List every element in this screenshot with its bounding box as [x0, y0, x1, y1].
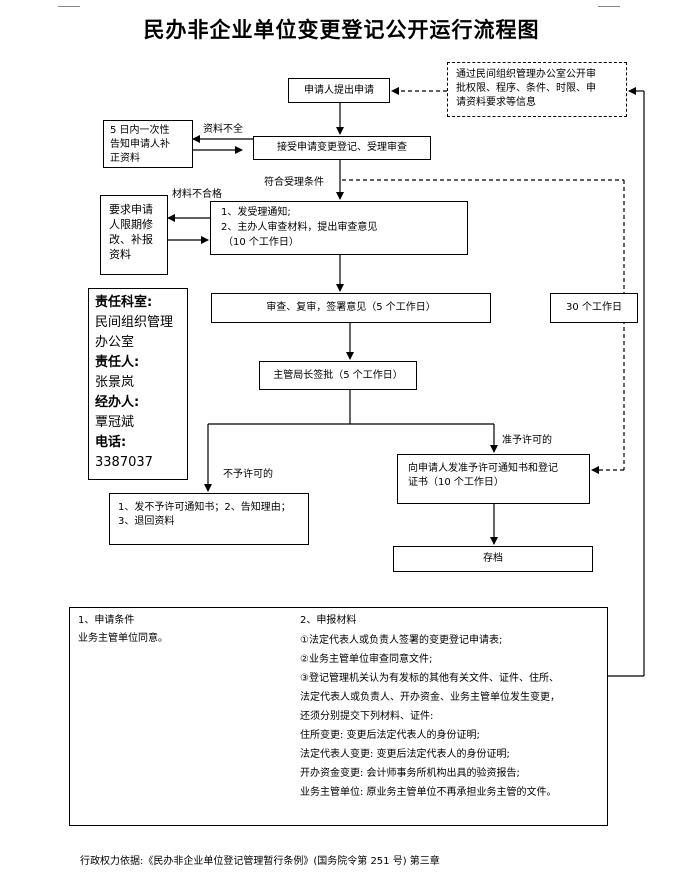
corner-mark-top-left [58, 6, 80, 7]
publish-line-1: 通过民间组织管理办公室公开审 [456, 69, 596, 80]
responsibility-panel: 责任科室: 民间组织管理 办公室 责任人: 张景岚 经办人: 覃冠斌 电话: 3… [88, 288, 188, 480]
req-col1-title: 1、申请条件 [78, 615, 135, 626]
req-line-8: 开办资金变更: 会计师事务所机构出具的验资报告; [300, 768, 520, 779]
corner-mark-top-right [598, 6, 620, 7]
dept-line-1: 民间组织管理 [95, 315, 174, 330]
req-line-2: ②业务主管单位审查同意文件; [300, 654, 433, 665]
notify-line-3: 正资料 [110, 153, 140, 164]
publish-line-2: 批权限、程序、条件、时限、申 [456, 83, 596, 94]
require-fix-box: 要求申请 人限期修 改、补报 资料 [100, 195, 168, 275]
audit-label: 审查、复审，签署意见（5 个工作日） [266, 302, 436, 313]
page-title: 民办非企业单位变更登记公开运行流程图 [143, 18, 540, 42]
deny-line-2: 3、退回资料 [118, 516, 175, 527]
notify-once-box: 5 日内一次性 告知申请人补 正资料 [103, 120, 193, 168]
audit-box: 审查、复审，签署意见（5 个工作日） [211, 293, 491, 323]
notify-line-1: 5 日内一次性 [110, 125, 170, 136]
req-line-4: 法定代表人或负责人、开办资金、业务主管单位发生变更， [300, 692, 560, 703]
review-line-2: 2、主办人审查材料，提出审查意见 [221, 222, 378, 233]
person-value: 张景岚 [95, 375, 135, 390]
label-rejected: 不予许可的 [223, 469, 273, 480]
label-accepted: 符合受理条件 [262, 176, 326, 190]
fix-line-3: 改、补报 [109, 233, 153, 246]
archive-box: 存档 [393, 546, 593, 572]
grant-line-2: 证书（10 个工作日） [408, 477, 504, 488]
review-line-1: 1、发受理通知; [221, 207, 291, 218]
deny-line-1: 1、发不予许可通知书；2、告知理由； [118, 502, 291, 513]
req-line-7: 法定代表人变更: 变更后法定代表人的身份证明; [300, 749, 510, 760]
req-line-5: 还须分别提交下列材料、证件: [300, 711, 434, 722]
req-line-1: ①法定代表人或负责人签署的变更登记申请表; [300, 635, 503, 646]
director-box: 主管局长签批（5 个工作日） [259, 361, 417, 390]
fix-line-1: 要求申请 [109, 203, 153, 216]
dept-line-2: 办公室 [95, 335, 135, 350]
fix-line-2: 人限期修 [109, 218, 153, 231]
phone-label: 电话: [95, 435, 127, 450]
deny-box: 1、发不予许可通知书；2、告知理由； 3、退回资料 [109, 493, 309, 545]
thirty-days-box: 30 个工作日 [550, 293, 638, 323]
fix-line-4: 资料 [109, 248, 131, 261]
apply-box: 申请人提出申请 [288, 78, 390, 103]
label-approved: 准予许可的 [502, 435, 552, 446]
footer-basis: 行政权力依据:《民办非企业单位登记管理暂行条例》(国务院令第 251 号) 第三… [80, 856, 440, 867]
accept-label: 接受申请变更登记、受理审查 [277, 142, 407, 153]
phone-value: 3387037 [95, 455, 153, 470]
publish-info-box: 通过民间组织管理办公室公开审 批权限、程序、条件、时限、申 请资料要求等信息 [447, 62, 627, 117]
publish-line-3: 请资料要求等信息 [456, 97, 536, 108]
grant-box: 向申请人发准予许可通知书和登记 证书（10 个工作日） [397, 454, 590, 504]
accept-box: 接受申请变更登记、受理审查 [253, 136, 431, 160]
req-col1-text: 业务主管单位同意。 [78, 633, 168, 644]
label-incomplete: 资料不全 [203, 124, 243, 135]
archive-label: 存档 [483, 553, 503, 564]
dept-label: 责任科室: [95, 295, 153, 310]
label-unqualified: 材料不合格 [172, 189, 222, 200]
req-line-9: 业务主管单位: 原业务主管单位不再承担业务主管的文件。 [300, 787, 557, 798]
req-col2-title: 2、申报材料 [300, 615, 357, 626]
notify-line-2: 告知申请人补 [110, 139, 170, 150]
req-line-3: ③登记管理机关认为有发标的其他有关文件、证件、住所、 [300, 673, 559, 684]
review-box: 1、发受理通知; 2、主办人审查材料，提出审查意见 （10 个工作日） [210, 201, 468, 255]
review-line-3: （10 个工作日） [223, 237, 299, 248]
req-line-6: 住所变更: 变更后法定代表人的身份证明; [300, 730, 480, 741]
requirements-box: 1、申请条件 业务主管单位同意。 2、申报材料 ①法定代表人或负责人签署的变更登… [69, 607, 608, 826]
grant-line-1: 向申请人发准予许可通知书和登记 [408, 463, 558, 474]
thirty-days-label: 30 个工作日 [566, 302, 622, 313]
handler-value: 覃冠斌 [95, 415, 135, 430]
handler-label: 经办人: [95, 395, 140, 410]
apply-label: 申请人提出申请 [304, 84, 374, 96]
director-label: 主管局长签批（5 个工作日） [273, 369, 403, 381]
person-label: 责任人: [95, 355, 140, 370]
